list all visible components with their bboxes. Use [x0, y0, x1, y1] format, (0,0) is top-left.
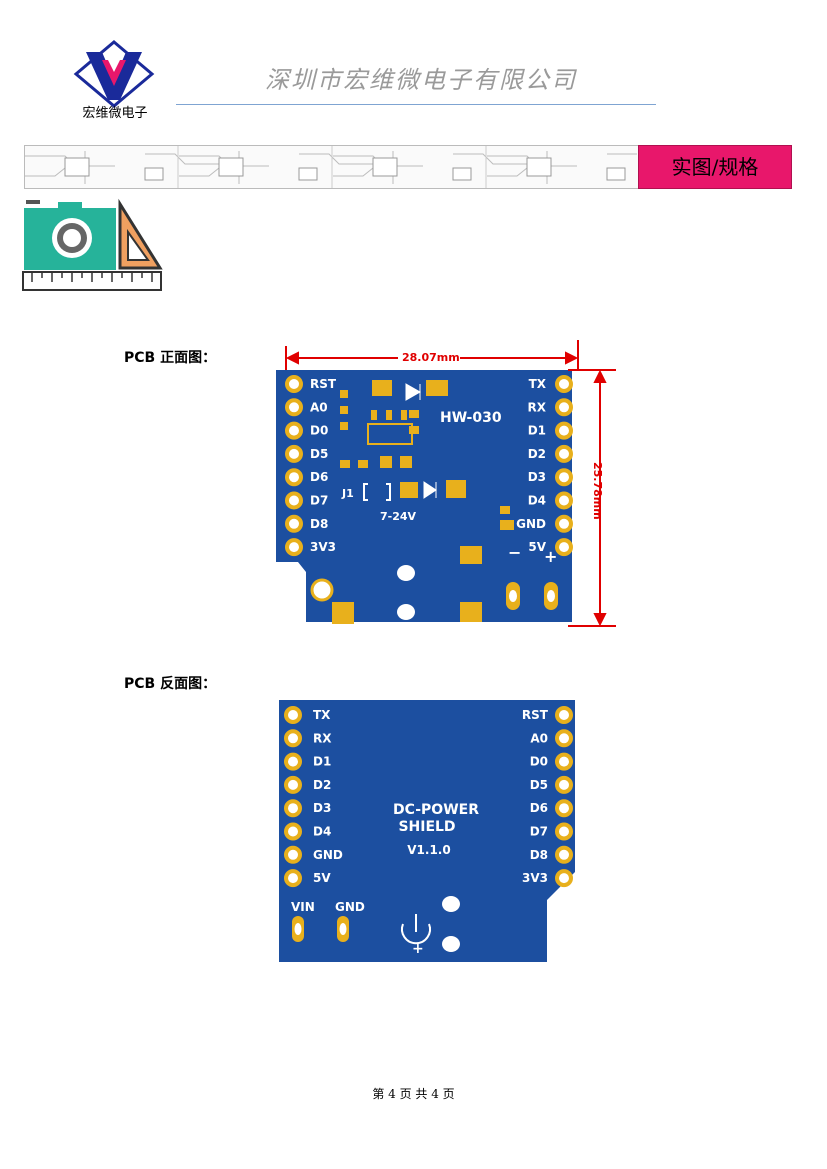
back-gnd-label: GND	[335, 900, 365, 914]
front-plus-sign: +	[544, 547, 557, 566]
company-name: 深圳市宏维微电子有限公司	[265, 66, 577, 94]
pin-hole	[561, 521, 567, 527]
pin-label: D0	[310, 424, 328, 438]
section-tab: 实图/规格	[638, 145, 792, 189]
pin-label: A0	[310, 400, 328, 414]
pin-hole	[290, 852, 296, 858]
pin-hole	[290, 759, 296, 765]
back-version: V1.1.0	[407, 843, 450, 857]
pin-label: GND	[313, 848, 343, 862]
page-number: 第 4 页 共 4 页	[372, 1087, 455, 1101]
pin-label: D0	[530, 755, 548, 769]
pin-label: GND	[516, 517, 546, 531]
pin-hole	[291, 521, 297, 527]
pin-hole	[291, 451, 297, 457]
pin-hole	[561, 805, 567, 811]
pin-label: 5V	[313, 871, 331, 885]
front-minus-sign: −	[508, 543, 521, 562]
pin-label: D7	[530, 825, 548, 839]
pin-label: 5V	[528, 540, 546, 554]
pin-label: RST	[310, 377, 337, 391]
pin-hole	[561, 404, 567, 410]
pin-hole	[291, 498, 297, 503]
pin-label: 3V3	[522, 871, 548, 885]
back-vin-label: VIN	[291, 900, 315, 914]
pin-hole	[561, 544, 567, 550]
back-plus-sign: +	[412, 941, 424, 957]
pin-hole	[561, 735, 567, 741]
pin-label: TX	[529, 377, 547, 391]
pin-label: TX	[313, 708, 331, 722]
pin-label: 3V3	[310, 540, 336, 554]
pin-hole	[561, 712, 567, 718]
pin-hole	[561, 829, 567, 834]
front-voltage-label: 7-24V	[380, 510, 417, 523]
front-connector-label: J1	[341, 487, 354, 500]
pin-label: RX	[313, 731, 332, 745]
front-model-text: HW-030	[440, 410, 502, 426]
camera-ruler-icon	[22, 198, 163, 291]
pin-label: D5	[310, 447, 328, 461]
pin-label: D8	[310, 517, 328, 531]
pin-label: D3	[313, 801, 331, 815]
pin-hole	[561, 498, 567, 503]
header-divider	[176, 104, 656, 105]
pin-hole	[561, 451, 567, 457]
pin-hole	[561, 852, 567, 858]
pin-hole	[291, 474, 297, 480]
pin-label: D1	[528, 424, 546, 438]
pin-label: D1	[313, 755, 331, 769]
front-view-label: PCB 正面图：	[124, 350, 217, 366]
pin-hole	[290, 735, 296, 741]
pin-hole	[290, 875, 296, 881]
pin-label: D8	[530, 848, 548, 862]
width-dimension-label: 28.07mm	[402, 351, 460, 364]
pin-hole	[290, 712, 296, 718]
pin-hole	[561, 474, 567, 480]
pin-label: D7	[310, 494, 328, 508]
pin-hole	[561, 782, 567, 788]
circuit-banner	[24, 145, 640, 189]
pin-label: D3	[528, 470, 546, 484]
pin-hole	[561, 381, 567, 387]
back-view-label: PCB 反面图：	[124, 676, 217, 692]
pin-label: D4	[528, 494, 546, 508]
pin-hole	[290, 805, 296, 811]
pin-label: D2	[313, 778, 331, 792]
height-dimension-label: 25.78mm	[591, 462, 604, 520]
pin-hole	[561, 875, 567, 881]
company-logo	[73, 40, 155, 108]
back-title-line1: DC-POWER	[393, 802, 479, 818]
pin-label: RX	[528, 400, 547, 414]
logo-text: 宏维微电子	[82, 106, 148, 121]
pin-hole	[291, 544, 297, 550]
pin-label: RST	[522, 708, 549, 722]
pin-label: D5	[530, 778, 548, 792]
pin-hole	[561, 428, 567, 434]
pin-hole	[291, 428, 297, 434]
pin-hole	[291, 381, 297, 387]
pin-label: A0	[530, 731, 548, 745]
pin-hole	[291, 404, 297, 410]
pin-hole	[290, 782, 296, 788]
pin-label: D6	[310, 470, 328, 484]
back-title-line2: SHIELD	[398, 819, 455, 835]
pin-label: D2	[528, 447, 546, 461]
pin-label: D4	[313, 825, 331, 839]
pin-hole	[290, 829, 296, 834]
pin-hole	[561, 759, 567, 765]
pin-label: D6	[530, 801, 548, 815]
